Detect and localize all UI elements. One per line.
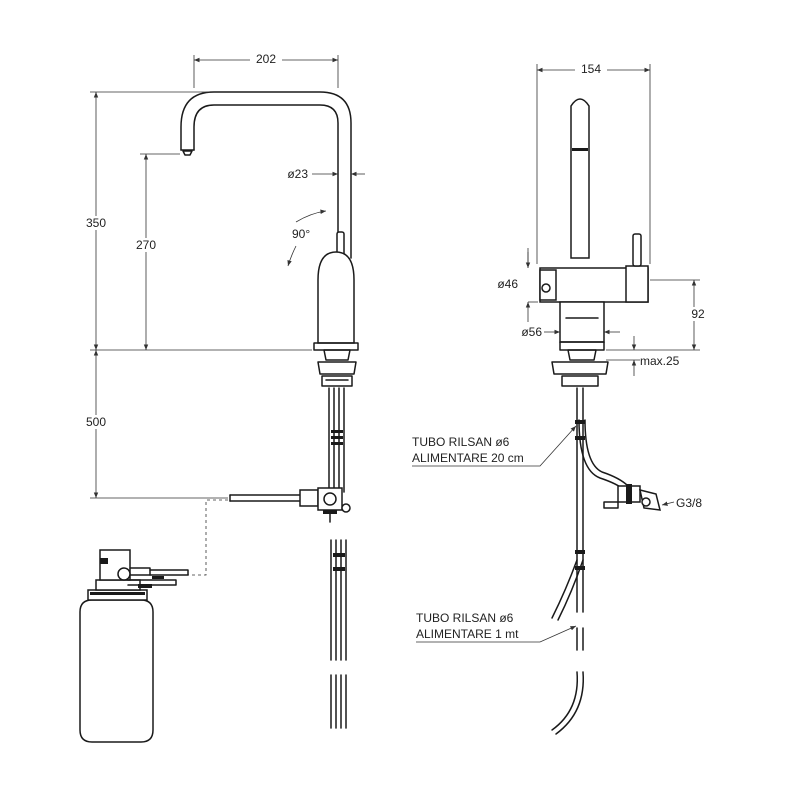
dim-spout-reach: 202 xyxy=(193,52,339,88)
note-short-tube: TUBO RILSAN ø6 ALIMENTARE 20 cm xyxy=(412,425,577,467)
label-g38: G3/8 xyxy=(676,496,702,510)
dim-outlet-height: 270 xyxy=(130,153,180,350)
dim-total-height: 350 xyxy=(80,91,312,351)
under-counter-fixing xyxy=(317,361,357,387)
supply-tubes xyxy=(328,387,347,729)
label-d46: ø46 xyxy=(497,277,518,291)
label-max25: max.25 xyxy=(640,354,680,368)
side-valve xyxy=(603,484,661,511)
angle-valve xyxy=(229,487,351,523)
label-thread-group: G3/8 xyxy=(661,496,702,510)
note-long-tube: TUBO RILSAN ø6 ALIMENTARE 1 mt xyxy=(416,611,577,643)
note-short-tube-line1: TUBO RILSAN ø6 xyxy=(412,435,510,449)
note-long-tube-line1: TUBO RILSAN ø6 xyxy=(416,611,514,625)
label-d56: ø56 xyxy=(521,325,542,339)
label-202: 202 xyxy=(256,52,276,66)
dim-lever-height: 92 xyxy=(606,279,712,351)
label-d23: ø23 xyxy=(287,167,308,181)
dim-body-diameter: ø46 xyxy=(497,248,538,322)
label-154: 154 xyxy=(581,62,601,76)
label-90deg: 90° xyxy=(292,227,310,241)
dim-side-width: 154 xyxy=(536,62,651,264)
dim-under-counter: 500 xyxy=(80,350,228,499)
note-short-tube-line2: ALIMENTARE 20 cm xyxy=(412,451,524,465)
side-spout xyxy=(570,98,590,259)
side-view: 154 ø46 ø56 92 max.25 xyxy=(412,62,712,735)
side-spout-nozzle xyxy=(572,148,588,151)
side-tubes xyxy=(551,387,629,735)
label-270: 270 xyxy=(136,238,156,252)
dim-spout-diameter: ø23 xyxy=(287,167,365,181)
label-92: 92 xyxy=(691,307,705,321)
note-long-tube-line2: ALIMENTARE 1 mt xyxy=(416,627,519,641)
label-500: 500 xyxy=(86,415,106,429)
swivel-indicator: 90° xyxy=(287,209,327,267)
filter-link-dashed xyxy=(178,499,228,576)
filter-cartridge xyxy=(79,549,189,743)
faucet-body xyxy=(313,251,359,361)
side-body xyxy=(539,233,649,361)
dim-counter-max: max.25 xyxy=(606,336,680,376)
side-fixing xyxy=(551,361,609,387)
spout-outline xyxy=(180,91,352,259)
dim-base-diameter: ø56 xyxy=(521,325,620,339)
label-350: 350 xyxy=(86,216,106,230)
front-view: 202 350 270 500 ø23 xyxy=(80,52,365,729)
